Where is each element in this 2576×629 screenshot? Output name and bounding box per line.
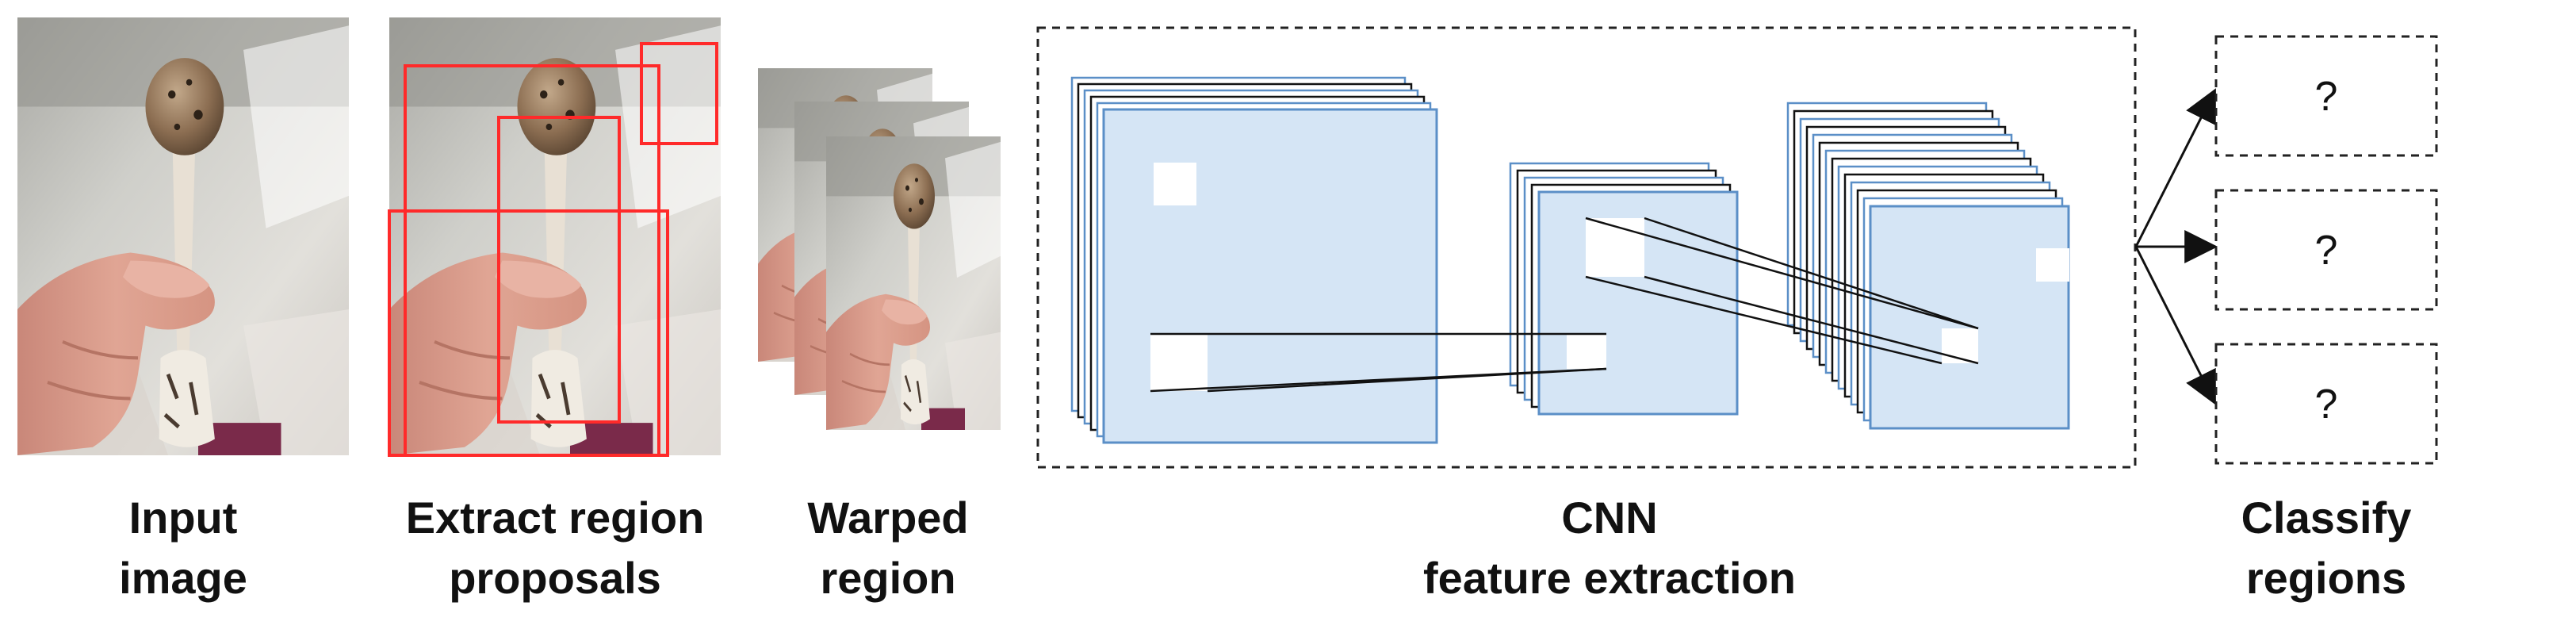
classifier-box-3 (2214, 343, 2438, 465)
caption-warped-region: Warped region (785, 488, 991, 608)
patch (1150, 334, 1208, 391)
caption-line-1: CNN (1561, 493, 1658, 543)
arrow (2134, 246, 2216, 405)
patch (1154, 163, 1196, 205)
caption-line-2: feature extraction (1423, 553, 1796, 603)
patch (1586, 218, 1644, 277)
feature-map-stack-3 (1786, 102, 2070, 430)
warped-region-stack (758, 68, 1001, 430)
arrow (2134, 88, 2216, 247)
region-proposal-boxes (388, 42, 718, 457)
classifier-box-2 (2214, 189, 2438, 311)
feature-map-sheet (1869, 205, 2070, 430)
caption-line-2: image (119, 553, 247, 603)
feature-map-sheet (1102, 108, 1438, 444)
feature-map-stack-2 (1509, 162, 1739, 416)
caption-classify-regions: Classify regions (2220, 488, 2432, 608)
classifier-output-3: ? (2315, 382, 2338, 428)
caption-line-1: Input (128, 493, 238, 543)
classifier-boxes (2214, 35, 2438, 465)
classifier-output-2: ? (2315, 228, 2338, 274)
receptive-field-patches (1150, 163, 2069, 391)
input-image (17, 17, 349, 455)
caption-cnn-feature-extraction: CNN feature extraction (1348, 488, 1871, 608)
caption-line-1: Classify (2241, 493, 2412, 543)
proposal-box (388, 209, 669, 457)
caption-line-1: Warped (807, 493, 969, 543)
proposals-image (389, 17, 721, 455)
feature-connections (1150, 217, 1979, 393)
classifier-output-1: ? (2315, 74, 2338, 120)
proposal-box (640, 42, 718, 145)
caption-line-1: Extract region (405, 493, 705, 543)
patch (1942, 328, 1978, 363)
caption-line-2: regions (2245, 553, 2407, 603)
caption-extract-proposals: Extract region proposals (373, 488, 737, 608)
patch (1567, 334, 1606, 369)
classify-arrows (2134, 88, 2218, 405)
caption-input-image: Input image (17, 488, 349, 608)
caption-line-2: region (820, 553, 956, 603)
caption-line-2: proposals (449, 553, 661, 603)
proposal-box (497, 116, 621, 424)
patch (2036, 248, 2069, 282)
classifier-box-1 (2214, 35, 2438, 157)
